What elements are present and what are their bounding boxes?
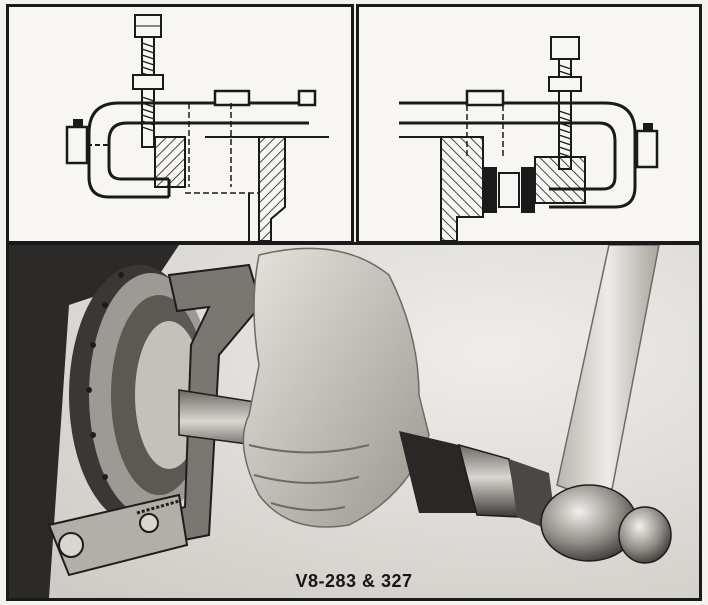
side-bolt-right xyxy=(635,123,659,169)
engine-block-shadow xyxy=(9,245,179,598)
puller-section-drawing-left xyxy=(65,14,329,241)
top-nut-left xyxy=(188,89,317,187)
puller-section-diagram-right xyxy=(356,4,702,244)
hammer-head xyxy=(540,484,672,564)
side-bolt-left xyxy=(65,119,109,165)
photo-illustration xyxy=(9,245,699,598)
hub-section-right xyxy=(399,136,586,241)
puller-frame-right xyxy=(399,101,637,209)
harmonic-balancer xyxy=(69,265,213,525)
installation-photo: V8-283 & 327 xyxy=(6,242,702,601)
puller-section-drawing-right xyxy=(399,36,659,241)
technician-hand xyxy=(242,247,430,528)
puller-section-diagram-left xyxy=(6,4,354,244)
hub-section-left xyxy=(154,136,329,241)
forcing-screw-left xyxy=(132,14,164,148)
top-nut-right xyxy=(465,89,505,157)
figure-caption: V8-283 & 327 xyxy=(295,571,413,591)
forcing-screw-right xyxy=(548,36,582,170)
